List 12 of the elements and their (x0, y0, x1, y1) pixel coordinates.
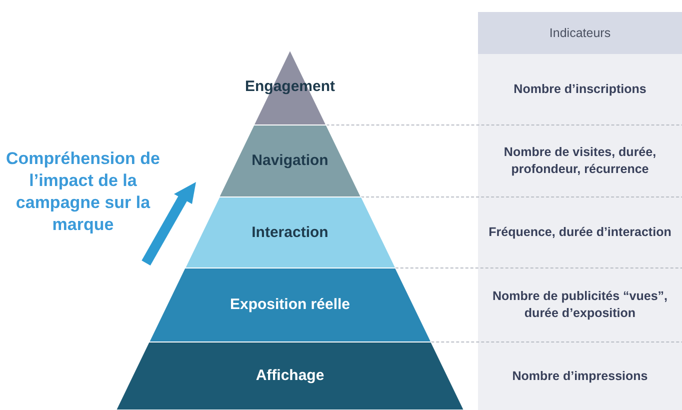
column-header: Indicateurs (549, 24, 611, 42)
tier-label: Affichage (256, 367, 324, 384)
tier-label: Interaction (252, 224, 328, 240)
table-cell-text: Nombre de visites, durée, profondeur, récurrence (502, 144, 658, 178)
tier-label: Navigation (252, 152, 328, 169)
tier-label: Exposition réelle (230, 296, 350, 313)
side-note: Compréhension de l’impact de la campagne sur la marque (5, 148, 161, 236)
tier-label: Engagement (244, 78, 335, 95)
table-cell-text: Nombre d’inscriptions (514, 81, 646, 98)
table-cell-text: Nombre de publicités “vues”, durée d’exposition (491, 288, 669, 322)
table-cell-text: Fréquence, durée d’interaction (488, 224, 672, 241)
table-cell-text: Nombre d’impressions (512, 368, 648, 384)
